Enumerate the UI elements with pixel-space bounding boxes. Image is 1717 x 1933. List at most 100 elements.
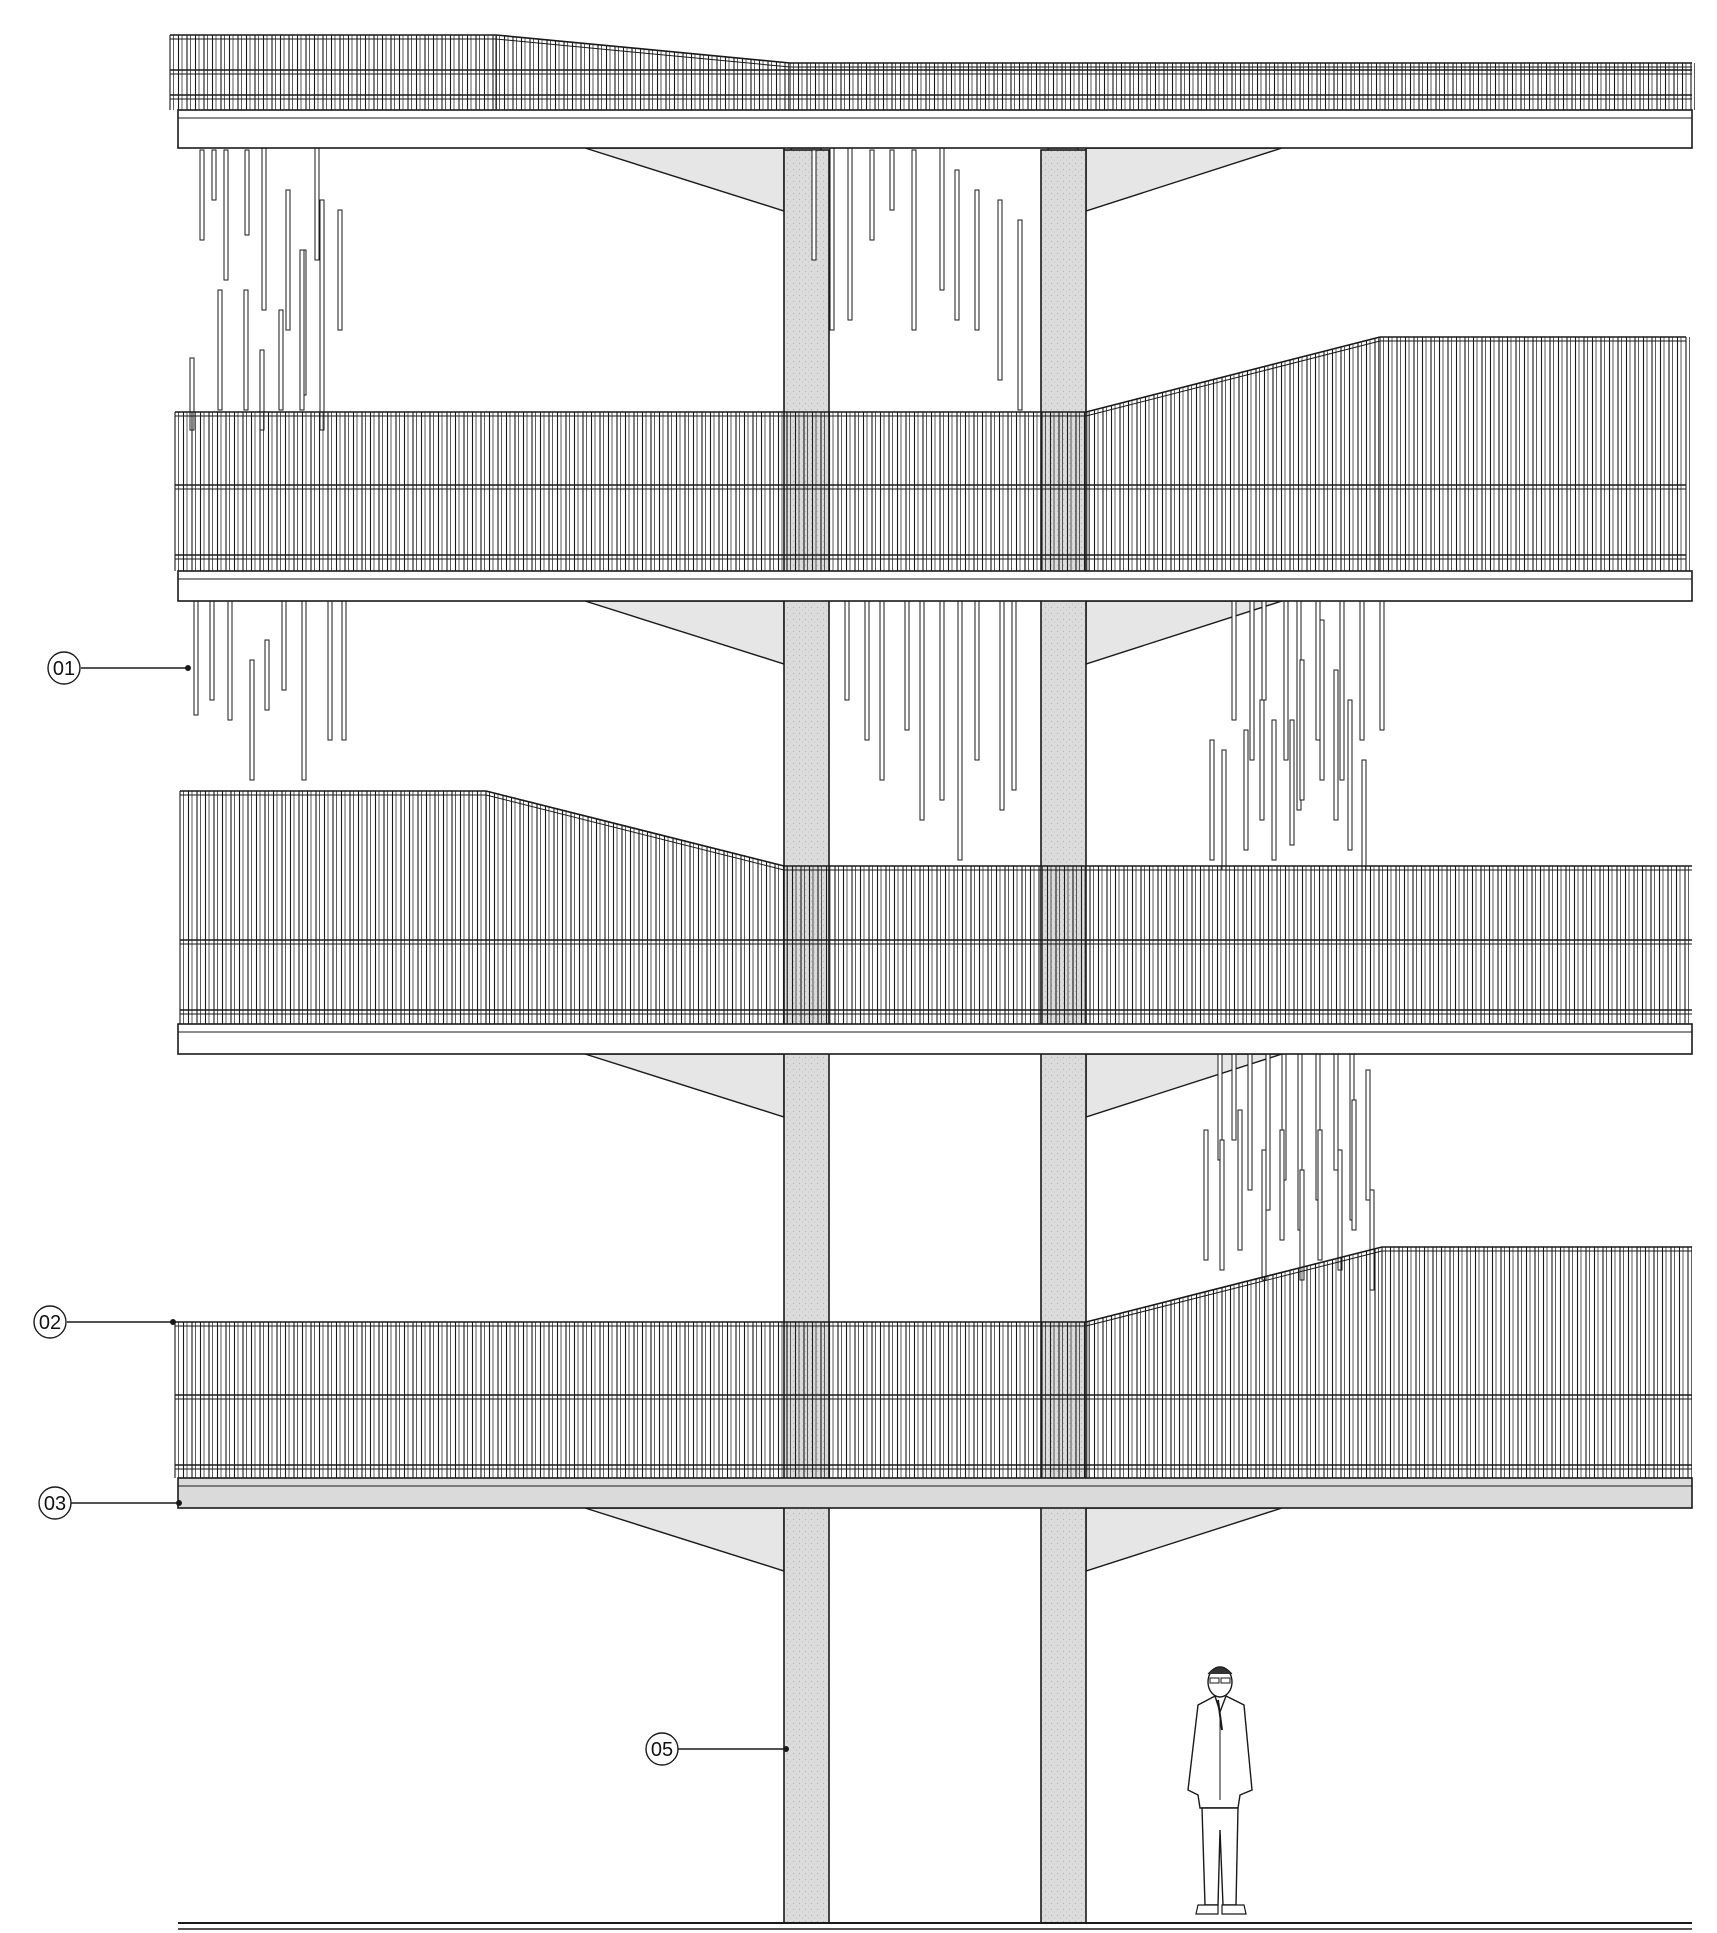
hanging-vertical-rods — [189, 129, 1385, 1291]
hanging-rod — [1317, 1129, 1323, 1261]
slab-4 — [177, 1477, 1693, 1509]
hanging-rod — [243, 289, 249, 411]
callout-03: 03 — [38, 1486, 182, 1520]
hanging-rod — [1337, 1149, 1343, 1271]
standing-man-figure — [1187, 1666, 1253, 1915]
person-trousers — [1201, 1807, 1239, 1906]
hanging-rod — [1203, 1129, 1209, 1261]
floor-slabs — [177, 109, 1693, 1509]
hanging-rod — [1369, 1189, 1375, 1291]
hanging-rod — [954, 169, 960, 321]
top-rail — [1085, 340, 1381, 417]
hanging-rod — [1283, 600, 1289, 761]
hanging-rod — [1231, 600, 1237, 721]
callout-label-05: 05 — [651, 1739, 673, 1761]
top-rail — [1085, 1246, 1383, 1323]
top-rail — [495, 34, 791, 64]
ground-line — [178, 1922, 1692, 1930]
hanging-rod — [1351, 1099, 1357, 1231]
hanging-rod — [199, 149, 205, 241]
hanging-rod — [1237, 1109, 1243, 1251]
railing-roof — [169, 34, 1695, 110]
hanging-rod — [889, 149, 895, 211]
hanging-rod — [1361, 759, 1367, 871]
callout-label-02: 02 — [39, 1312, 61, 1334]
hanging-rod — [299, 249, 305, 411]
hanging-rod — [957, 600, 963, 861]
hanging-rod — [847, 139, 853, 321]
hanging-rod — [259, 349, 265, 431]
person-shoe-right — [1221, 1904, 1247, 1915]
hanging-rod — [1359, 600, 1365, 741]
hanging-rod — [811, 149, 817, 261]
hanging-rod — [1221, 749, 1227, 871]
railing-level-1 — [174, 336, 1690, 571]
hanging-rod — [829, 139, 835, 331]
hanging-rod — [211, 149, 217, 201]
hanging-rod — [223, 149, 229, 281]
hanging-rod — [911, 149, 917, 331]
person-hair — [1207, 1666, 1233, 1675]
callout-02: 02 — [33, 1305, 176, 1339]
hanging-rod — [939, 139, 945, 291]
hanging-rod — [1299, 659, 1305, 801]
top-rail — [1085, 336, 1381, 413]
haunch-left-2 — [584, 600, 785, 665]
hanging-rod — [1247, 1053, 1253, 1191]
person-shoe-left — [1195, 1904, 1219, 1915]
hanging-rod — [244, 149, 250, 236]
hanging-rod — [999, 600, 1005, 811]
hanging-rod — [337, 209, 343, 331]
hanging-rod — [1017, 219, 1023, 411]
railing-level-2-mid — [180, 939, 1692, 1015]
hanging-rod — [864, 600, 870, 741]
hanging-rod — [879, 600, 885, 781]
hanging-rod — [264, 639, 270, 711]
top-rail — [485, 790, 785, 867]
person-glasses — [1220, 1677, 1231, 1684]
hanging-rod — [1271, 719, 1277, 861]
hanging-rod — [1333, 669, 1339, 821]
hanging-rod — [1249, 600, 1255, 761]
hanging-rod — [1333, 1053, 1339, 1171]
hanging-rod — [844, 600, 850, 701]
hanging-rod — [1261, 1149, 1267, 1281]
person-glasses — [1209, 1677, 1220, 1684]
slab-1 — [177, 109, 1693, 149]
hanging-rod — [1339, 600, 1345, 781]
hanging-rod — [869, 149, 875, 241]
hanging-rod — [281, 600, 287, 691]
hanging-rod — [1011, 600, 1017, 791]
haunch-left-4 — [584, 1507, 785, 1572]
hanging-rod — [301, 600, 307, 781]
hanging-rod — [314, 129, 320, 261]
hanging-rod — [327, 600, 333, 741]
hanging-rod — [1231, 1053, 1237, 1141]
hanging-rod — [1243, 729, 1249, 851]
hanging-rod — [1379, 600, 1385, 731]
hanging-rod — [217, 289, 223, 411]
hanging-rod — [1289, 719, 1295, 846]
hanging-rod — [341, 600, 347, 741]
hanging-rod — [1265, 1053, 1271, 1211]
hanging-rod — [1279, 1129, 1285, 1241]
hanging-rod — [1315, 600, 1321, 741]
hanging-rod — [261, 129, 267, 311]
hanging-rod — [974, 189, 980, 331]
hanging-rod — [1209, 739, 1215, 861]
railings — [169, 34, 1695, 1478]
callout-label-01: 01 — [53, 658, 75, 680]
hanging-rod — [249, 659, 255, 781]
hanging-rod — [997, 199, 1003, 381]
callout-01: 01 — [47, 651, 191, 685]
top-rail — [485, 794, 785, 871]
haunch-right-4 — [1085, 1507, 1283, 1572]
hanging-rod — [1219, 1139, 1225, 1271]
hanging-rod — [1259, 699, 1265, 821]
callout-label-03: 03 — [44, 1493, 66, 1515]
hanging-rod — [1299, 1169, 1305, 1281]
hanging-rod — [285, 189, 291, 331]
hanging-rod — [1319, 619, 1325, 781]
hanging-rod — [319, 199, 325, 431]
